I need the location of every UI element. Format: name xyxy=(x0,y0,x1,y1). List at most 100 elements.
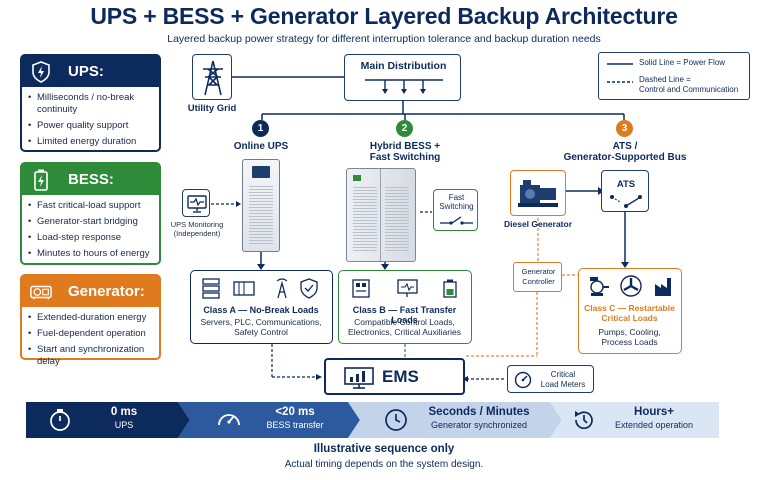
main-distribution-label: Main Distribution xyxy=(360,60,447,72)
hybrid-bess-label: Hybrid BESS + Fast Switching xyxy=(369,141,441,163)
bess-indicator xyxy=(353,175,361,181)
monitor-icon xyxy=(397,279,418,297)
class-b-description: Compatible Control Loads, Electronics, C… xyxy=(348,317,461,337)
dashboard-icon xyxy=(344,367,374,389)
generator-card-header: Generator: xyxy=(22,276,159,307)
class-b-box: Class B — Fast Transfer Loads Compatible… xyxy=(338,270,472,344)
fast-switching-label: Fast Switching xyxy=(439,193,474,211)
class-a-icons xyxy=(202,278,318,299)
diesel-generator-box xyxy=(510,170,566,216)
bess-card-header: BESS: xyxy=(22,164,159,195)
control-panel-icon xyxy=(352,279,370,298)
ats-box: ATS xyxy=(601,170,649,212)
pump-icon xyxy=(590,277,609,296)
class-c-icons xyxy=(590,275,671,297)
class-a-description: Servers, PLC, Communications, Safety Con… xyxy=(200,317,322,337)
class-b-icons xyxy=(352,279,457,298)
footer-note: Actual timing depends on the system desi… xyxy=(284,459,484,470)
list-item: Power quality support xyxy=(28,120,153,132)
history-clock-icon xyxy=(575,411,593,430)
ups-cabinet xyxy=(242,159,280,252)
timeline-text: Hours+ Extended operation xyxy=(614,406,694,430)
generator-card-title: Generator: xyxy=(68,283,145,300)
monitor-pulse-icon xyxy=(187,195,207,213)
battery-icon xyxy=(443,279,457,298)
legend-solid-label: Solid Line = Power Flow xyxy=(639,58,726,67)
ups-display xyxy=(252,166,270,178)
step-1-badge: 1 xyxy=(252,120,269,137)
list-item: Minutes to hours of energy xyxy=(28,248,153,260)
ems-label: EMS xyxy=(382,367,419,386)
generator-card: Generator: Extended-duration energy Fuel… xyxy=(20,274,161,367)
antenna-icon xyxy=(276,278,288,299)
server-icon xyxy=(202,278,220,299)
legend-dashed-label: Dashed Line = Control and Communication xyxy=(639,75,739,94)
clock-icon xyxy=(385,409,407,431)
shield-check-icon xyxy=(300,278,318,299)
diesel-generator-label: Diesel Generator xyxy=(503,219,573,229)
battery-bolt-icon xyxy=(30,169,52,191)
class-c-box: Class C — Restartable Critical Loads Pum… xyxy=(578,268,682,354)
critical-load-meters-label: Critical Load Meters xyxy=(540,370,586,389)
utility-grid-box xyxy=(192,54,232,100)
list-item: Fuel-dependent operation xyxy=(28,328,153,340)
bess-cabinet xyxy=(346,168,416,262)
transmission-tower-icon xyxy=(203,60,223,96)
ups-monitoring-label: UPS Monitoring (Independent) xyxy=(170,220,224,238)
list-item: Limited energy duration xyxy=(28,136,153,148)
gauge-icon xyxy=(514,371,532,389)
step-3-badge: 3 xyxy=(616,120,633,137)
ups-card-title: UPS: xyxy=(68,63,104,80)
class-c-title: Class C — Restartable Critical Loads xyxy=(584,303,675,323)
list-item: Load-step response xyxy=(28,232,153,244)
generator-controller-label: Generator Controller xyxy=(521,267,556,286)
busbar-icon xyxy=(365,79,443,94)
legend-box: Solid Line = Power Flow Dashed Line = Co… xyxy=(598,52,750,100)
factory-icon xyxy=(655,278,671,296)
timeline-segment-extended: Hours+ Extended operation xyxy=(550,402,719,438)
critical-load-meters-box: Critical Load Meters xyxy=(507,365,594,393)
timeline-text: 0 ms UPS xyxy=(110,406,138,430)
ups-card: UPS: Milliseconds / no-break continuity … xyxy=(20,54,161,152)
solid-line-icon xyxy=(607,63,633,65)
step-2-badge: 2 xyxy=(396,120,413,137)
ats-bus-label: ATS / Generator-Supported Bus xyxy=(563,141,687,163)
timeline-text: <20 ms BESS transfer xyxy=(266,406,324,430)
footer-title: Illustrative sequence only xyxy=(313,443,455,455)
bess-vent-right xyxy=(385,187,409,253)
ats-label: ATS xyxy=(616,179,636,190)
plc-icon xyxy=(233,281,255,296)
page-title: UPS + BESS + Generator Layered Backup Ar… xyxy=(90,3,678,29)
list-item: Start and synchronization delay xyxy=(28,344,153,368)
timeline-segment-bess: <20 ms BESS transfer xyxy=(178,402,360,438)
transfer-switch-icon xyxy=(610,195,642,208)
ups-card-header: UPS: xyxy=(22,56,159,87)
bess-card-list: Fast critical-load support Generator-sta… xyxy=(22,195,159,260)
class-c-description: Pumps, Cooling, Process Loads xyxy=(598,327,661,347)
ups-card-list: Milliseconds / no-break continuity Power… xyxy=(22,87,159,148)
utility-grid-label: Utility Grid xyxy=(187,103,237,114)
main-distribution-box: Main Distribution xyxy=(344,54,461,101)
class-a-title: Class A — No-Break Loads xyxy=(203,305,319,315)
timeline-segment-ups: 0 ms UPS xyxy=(26,402,190,438)
bess-vent-left xyxy=(353,187,377,253)
page-subtitle: Layered backup power strategy for differ… xyxy=(167,33,601,45)
class-a-box: Class A — No-Break Loads Servers, PLC, C… xyxy=(190,270,333,344)
timeline-segment-generator: Seconds / Minutes Generator synchronized xyxy=(348,402,562,438)
fan-icon xyxy=(620,275,642,297)
fast-switching-box: Fast Switching xyxy=(433,189,478,231)
generator-icon xyxy=(30,281,52,303)
timeline-text: Seconds / Minutes Generator synchronized xyxy=(428,406,530,430)
diesel-generator-icon xyxy=(518,180,558,207)
ems-box[interactable]: EMS xyxy=(324,358,465,395)
speedometer-icon xyxy=(218,414,240,426)
bess-card-title: BESS: xyxy=(68,171,114,188)
generator-card-list: Extended-duration energy Fuel-dependent … xyxy=(22,307,159,368)
dashed-line-icon xyxy=(607,81,633,83)
switch-icon xyxy=(440,216,473,225)
list-item: Generator-start bridging xyxy=(28,216,153,228)
stopwatch-icon xyxy=(50,409,70,431)
shield-bolt-icon xyxy=(30,60,52,83)
bess-card: BESS: Fast critical-load support Generat… xyxy=(20,162,161,265)
